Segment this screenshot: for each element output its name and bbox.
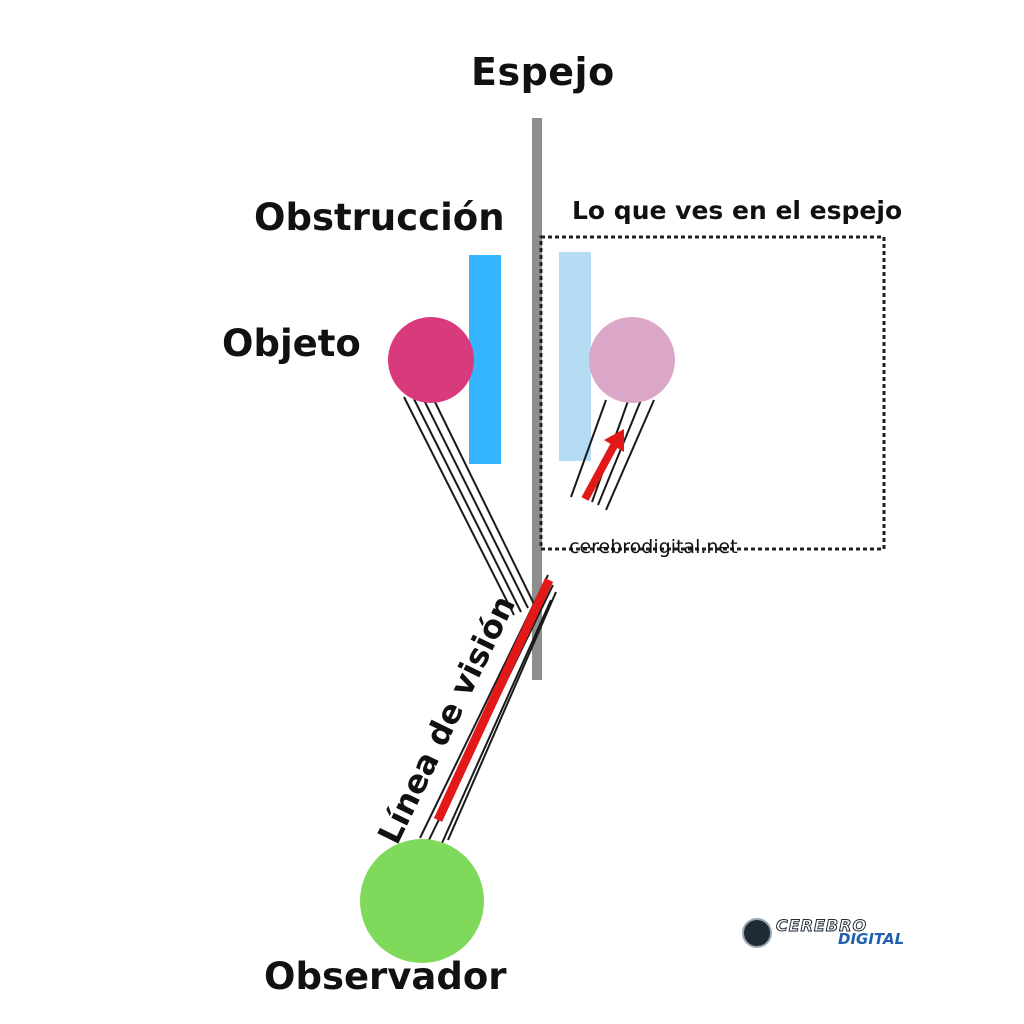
mirror-view-frame — [539, 235, 886, 551]
mirror-label: Espejo — [471, 50, 615, 94]
object-label: Objeto — [222, 322, 361, 365]
virtual-sight-arrow — [581, 438, 621, 501]
object-reflection-circle — [589, 317, 675, 403]
obstruction-bar — [469, 255, 501, 464]
logo-word-cerebro: CEREBRO — [775, 916, 868, 936]
observer-label: Observador — [264, 955, 507, 998]
virtual-sight-arrowhead — [604, 429, 624, 452]
logo-word-digital: DIGITAL — [838, 930, 905, 948]
watermark-text: cerebrodigital.net — [569, 536, 738, 558]
brand-logo: CEREBRO DIGITAL — [742, 916, 905, 950]
line-of-sight-ray — [433, 578, 554, 822]
mirror-view-label: Lo que ves en el espejo — [572, 196, 903, 225]
observer-circle — [360, 839, 484, 963]
brain-badge-icon — [742, 918, 772, 948]
obstruction-label: Obstrucción — [254, 196, 505, 239]
obstruction-reflection — [559, 252, 591, 461]
object-circle — [388, 317, 474, 403]
object-light-rays — [403, 396, 535, 616]
